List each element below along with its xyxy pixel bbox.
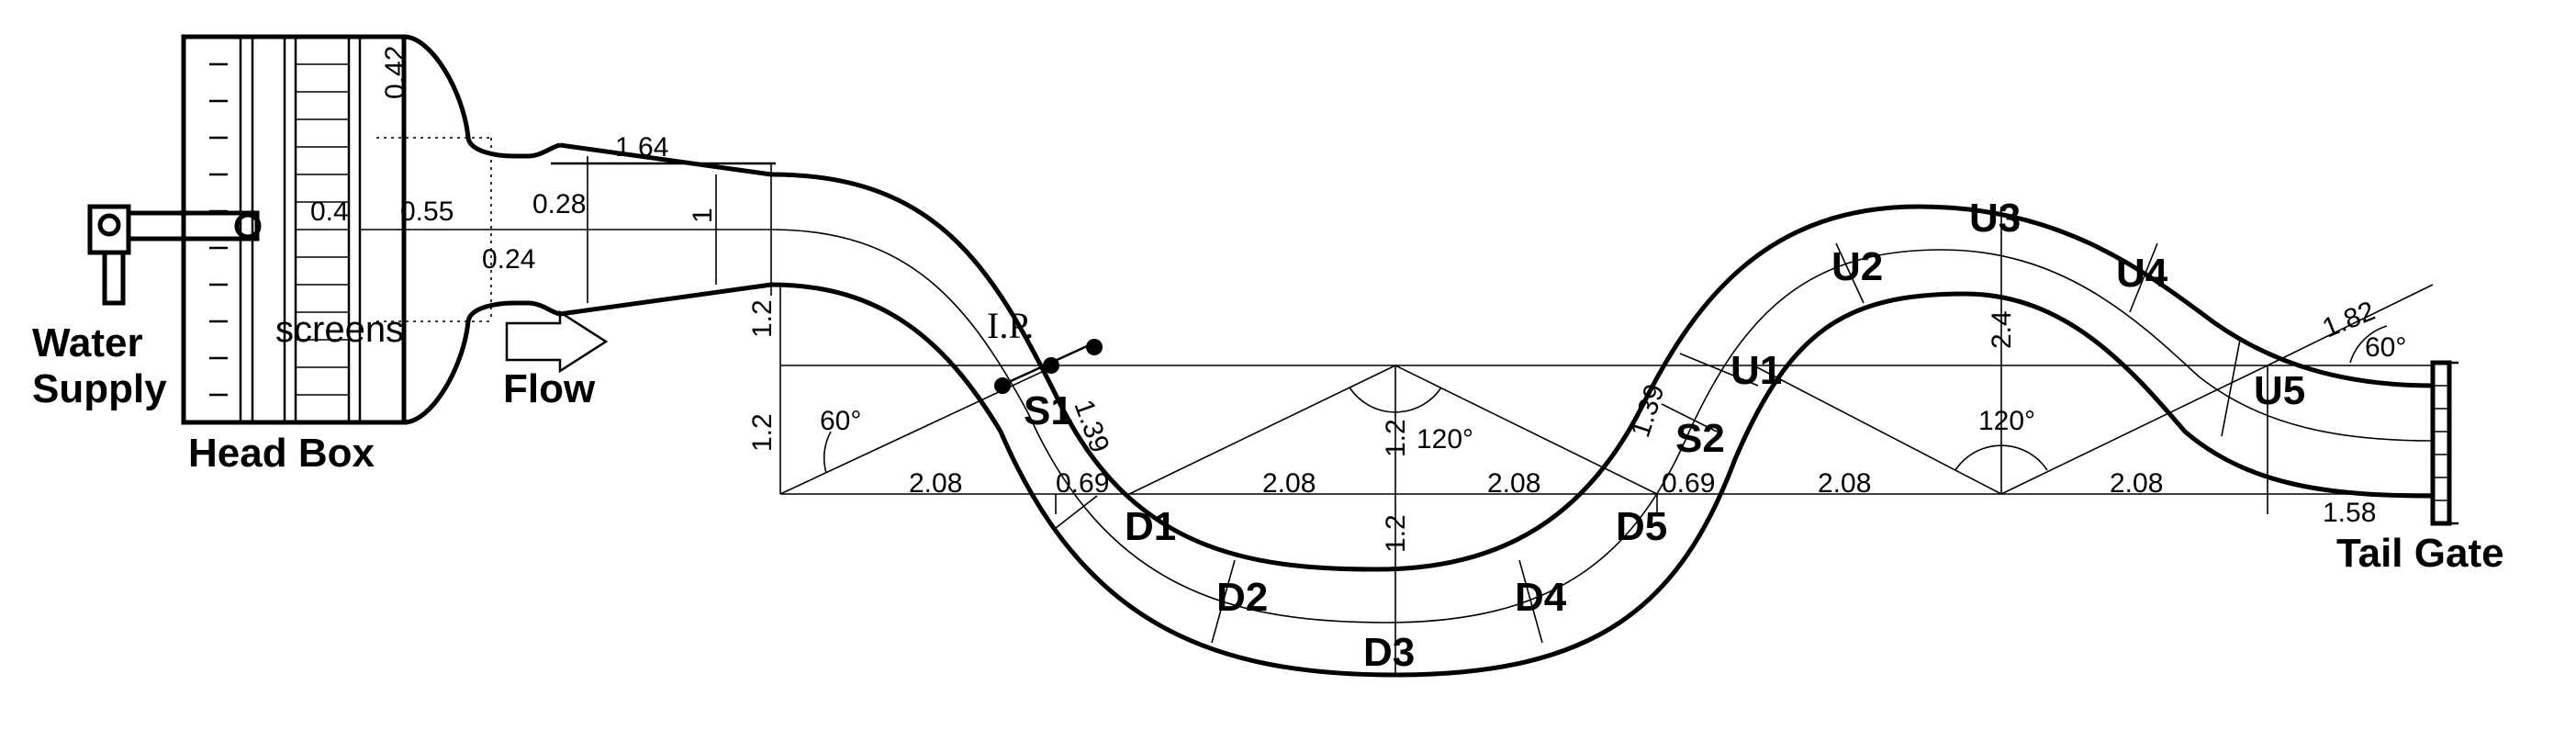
screens-label: screens (275, 309, 404, 350)
dim-60-left: 60° (820, 406, 861, 436)
dim-1: 1 (688, 208, 718, 223)
dim-120-b: 120° (1978, 406, 2035, 436)
dim-1-39-left: 1.39 (1068, 396, 1114, 456)
dim-1-58: 1.58 (2323, 498, 2376, 528)
flow-label: Flow (503, 366, 596, 411)
head-box (181, 34, 407, 425)
point-marker (1086, 339, 1103, 355)
dim-2-08-c: 2.08 (1487, 468, 1540, 499)
construction-lines (779, 207, 2434, 675)
dim-0-4: 0.4 (310, 197, 349, 227)
station-s1: S1 (1024, 388, 1073, 433)
station-d1: D1 (1125, 504, 1176, 549)
head-box-ticks (209, 62, 228, 397)
dim-0-55: 0.55 (400, 197, 454, 227)
dim-1-64: 1.64 (615, 132, 668, 163)
dim-1-2-top: 1.2 (747, 299, 778, 338)
screens-rungs (296, 63, 349, 396)
water-supply-label-line2: Supply (32, 366, 167, 411)
tail-gate-label: Tail Gate (2336, 531, 2504, 576)
dim-2-08-e: 2.08 (2110, 468, 2163, 499)
water-supply (87, 204, 262, 306)
station-d5: D5 (1616, 504, 1667, 549)
station-d4: D4 (1515, 575, 1567, 620)
dim-0-24: 0.24 (482, 244, 535, 275)
main-channel (770, 172, 2434, 678)
dim-1-2-bottom: 1.2 (747, 413, 778, 452)
contraction-section (360, 34, 776, 425)
dim-1-39-right: 1.39 (1625, 380, 1670, 441)
station-d3: D3 (1363, 630, 1415, 675)
dim-0-42: 0.42 (380, 46, 410, 99)
point-marker (994, 377, 1011, 394)
dim-0-28: 0.28 (532, 189, 586, 219)
point-marker (1043, 357, 1059, 374)
head-box-label: Head Box (188, 431, 375, 476)
station-u3: U3 (1969, 196, 2021, 241)
ip-label: I.P. (987, 305, 1034, 346)
station-u1: U1 (1730, 348, 1782, 393)
flow-arrow-icon (505, 309, 609, 374)
dim-120-a: 120° (1417, 424, 1473, 455)
station-d2: D2 (1216, 575, 1268, 620)
dim-2-08-a: 2.08 (909, 468, 962, 499)
station-u4: U4 (2116, 251, 2168, 296)
dim-1-2-low: 1.2 (1381, 514, 1411, 553)
measurement-points (994, 339, 1103, 394)
dim-1-2-mid: 1.2 (1381, 419, 1411, 457)
station-u5: U5 (2254, 368, 2305, 413)
dim-60-right: 60° (2365, 332, 2406, 363)
station-s2: S2 (1675, 416, 1725, 461)
station-u2: U2 (1831, 244, 1883, 289)
water-supply-label-line1: Water (32, 320, 143, 365)
dim-2-4: 2.4 (1987, 310, 2017, 349)
dim-0-69-b: 0.69 (1662, 468, 1715, 499)
dim-2-08-b: 2.08 (1262, 468, 1316, 499)
dim-2-08-d: 2.08 (1818, 468, 1871, 499)
dim-0-69-a: 0.69 (1056, 468, 1109, 499)
tail-gate (2430, 360, 2458, 526)
